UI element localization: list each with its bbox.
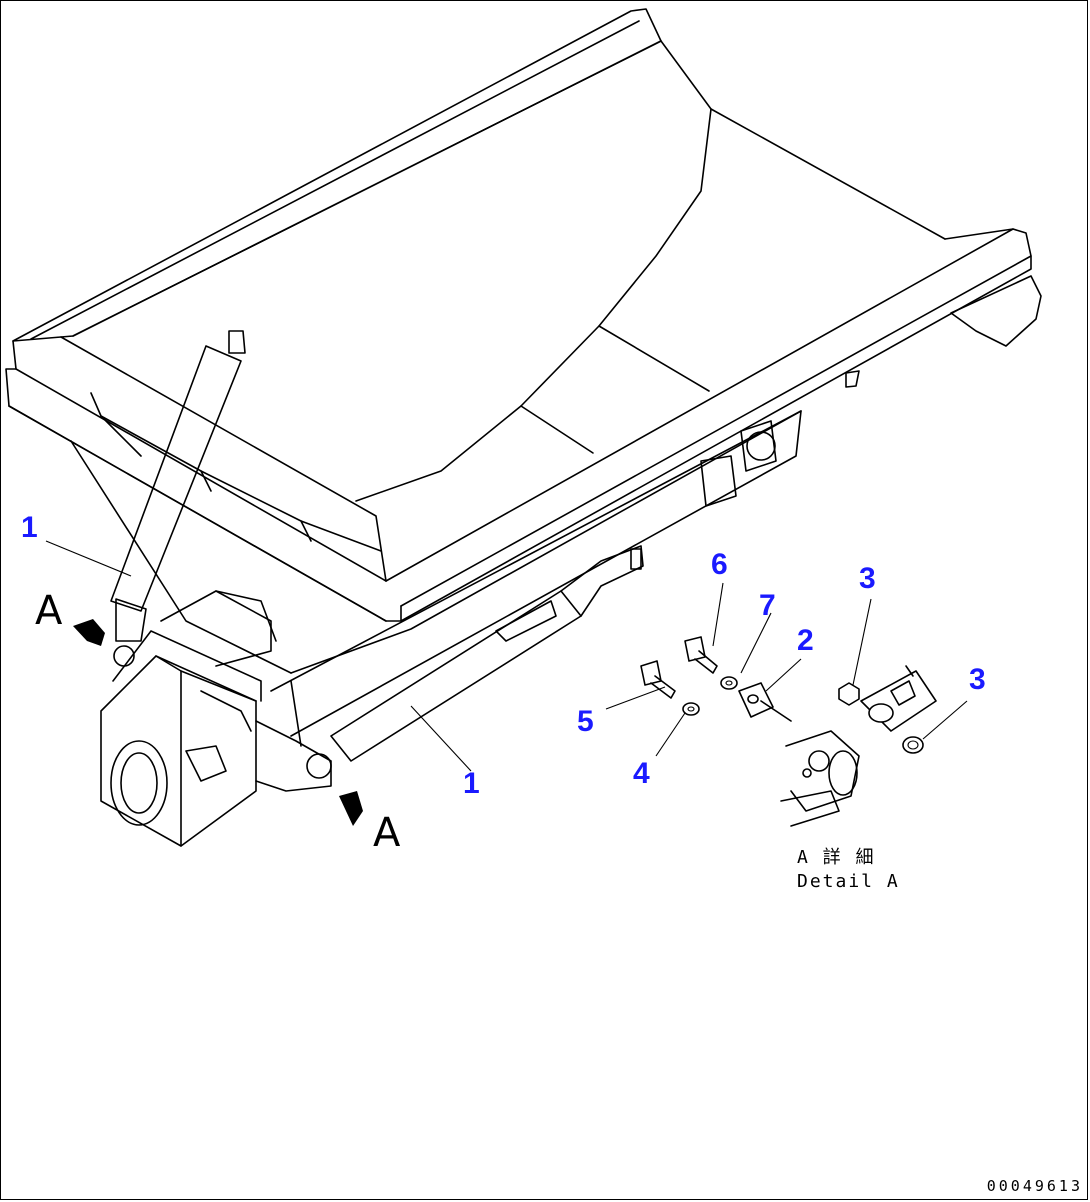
callout-1-bottom: 1 (463, 767, 480, 800)
hoist-cylinder-right (306, 545, 644, 779)
nut-3-top (838, 682, 860, 706)
callout-4: 4 (633, 757, 650, 790)
snap-ring-3 (902, 736, 924, 754)
drawing-number: 00049613 (986, 1177, 1083, 1195)
chassis-frame (100, 590, 332, 847)
detail-a-parts (640, 636, 937, 827)
detail-caption-jp: A 詳 細 (797, 847, 876, 868)
view-arrow-left (73, 619, 105, 646)
pin-mount (780, 730, 860, 827)
callout-2: 2 (797, 624, 814, 657)
view-label-a-bottom: A (373, 810, 401, 856)
view-arrow-bottom (339, 791, 363, 826)
hoist-cylinder-left (110, 330, 246, 667)
eye-bracket (860, 665, 937, 732)
dump-body (5, 8, 1042, 737)
callout-6: 6 (711, 548, 728, 581)
callout-3-top: 3 (859, 562, 876, 595)
washer-7 (720, 676, 738, 690)
clamp-2 (738, 682, 792, 722)
leader-lines (45, 540, 968, 772)
bolt-5 (640, 660, 676, 699)
detail-caption-en: Detail A (797, 871, 900, 892)
bolt-6 (684, 636, 718, 674)
callout-1-left: 1 (21, 511, 38, 544)
view-label-a-left: A (35, 588, 63, 634)
washer-4 (682, 702, 700, 716)
callout-5: 5 (577, 705, 594, 738)
callout-3-right: 3 (969, 663, 986, 696)
callout-7: 7 (759, 589, 776, 622)
